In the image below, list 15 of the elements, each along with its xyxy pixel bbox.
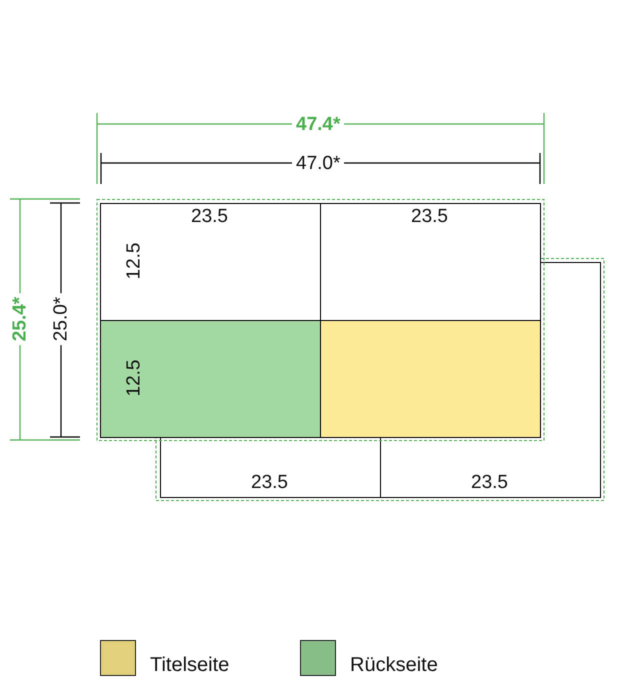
legend-label: Titelseite — [150, 654, 230, 677]
dimension-value: 23.5 — [471, 473, 508, 492]
dimension-value: 12.5 — [124, 242, 144, 280]
back-panel — [160, 437, 381, 498]
dimension-value: 23.5 — [191, 207, 228, 226]
dimension-value: 23.5 — [251, 473, 288, 492]
back-panel — [541, 262, 601, 381]
back-panel — [381, 437, 601, 498]
front-panel — [320, 320, 541, 438]
legend-label: Rückseite — [350, 654, 438, 677]
front-panel — [100, 320, 321, 438]
front-panel — [320, 203, 541, 321]
dimension-value: 12.5 — [124, 360, 144, 396]
front-panel — [100, 203, 321, 321]
dimension-value: 23.5 — [411, 207, 448, 226]
